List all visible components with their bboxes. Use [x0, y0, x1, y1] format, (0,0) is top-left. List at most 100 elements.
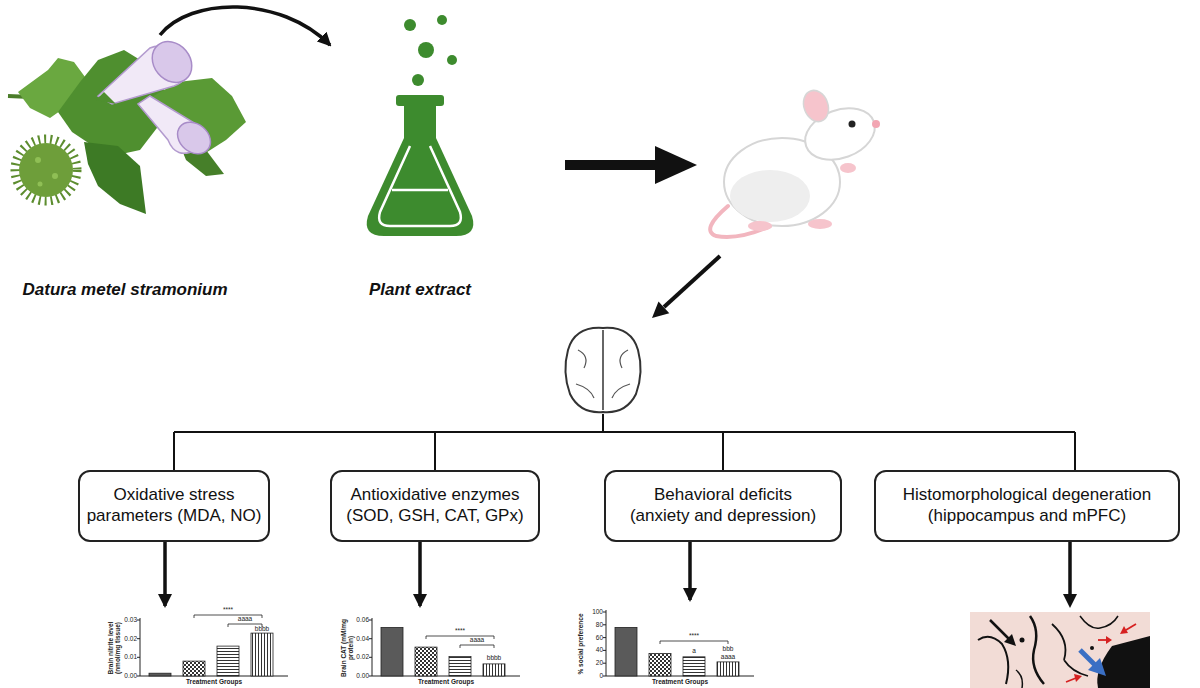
bar-chart [660, 641, 728, 644]
bar-chart [369, 618, 520, 676]
outcome-box: Antioxidative enzymes (SOD, GSH, CAT, GP… [330, 470, 540, 542]
plant-illustration [15, 139, 77, 201]
rat-illustration [799, 87, 832, 125]
flask-illustration [392, 189, 448, 192]
flask-illustration [379, 146, 461, 226]
box-text: Histomorphological degeneration (hippoca… [886, 485, 1168, 526]
tick-label: 0.01 [124, 654, 137, 661]
plant-illustration [96, 92, 116, 104]
flow-arrow [160, 7, 330, 45]
tick-label: 0.00 [356, 673, 369, 680]
significance-mark: a [692, 648, 696, 655]
bar-chart [149, 673, 171, 676]
brain-icon [565, 328, 640, 412]
bar-chart [183, 661, 205, 676]
rat-illustration [849, 121, 856, 128]
bar-chart [137, 615, 288, 676]
tick-label: 0 [599, 673, 603, 680]
histology-micrograph [1030, 616, 1044, 684]
flask-illustration [367, 138, 474, 236]
histology-micrograph [1080, 650, 1096, 666]
flow-arrow [565, 160, 660, 170]
box-text: Behavioral deficits (anxiety and depress… [622, 485, 824, 526]
histology-micrograph [1106, 636, 1112, 644]
plant-illustration [19, 143, 73, 197]
significance-mark: **** [455, 628, 465, 635]
axis-title: Treatment Groups [652, 679, 708, 686]
species-label: Plant extract [330, 280, 510, 300]
histology-micrograph [1066, 678, 1076, 682]
box-text: Antioxidative enzymes (SOD, GSH, CAT, GP… [338, 485, 532, 526]
histology-micrograph [1080, 616, 1118, 628]
branch-lines [174, 414, 1075, 470]
flow-arrow [688, 542, 692, 600]
rat-illustration [730, 170, 810, 222]
plant-illustration [144, 34, 200, 91]
flask-illustration [412, 74, 424, 86]
histology-micrograph [1004, 634, 1016, 646]
tick-label: 0.02 [124, 635, 137, 642]
bar-chart [194, 615, 262, 627]
significance-mark: **** [223, 607, 233, 614]
significance-mark: bbbb [255, 626, 269, 633]
tick-label: 60 [596, 634, 603, 641]
histology-micrograph [990, 620, 1010, 640]
histology-micrograph [1126, 624, 1136, 630]
box-text: Oxidative stress parameters (MDA, NO) [84, 485, 264, 526]
flask-illustration [447, 55, 457, 65]
outcome-box: Behavioral deficits (anxiety and depress… [604, 470, 842, 542]
tick-label: 0.00 [124, 673, 137, 680]
flow-arrow [418, 542, 422, 606]
flask-illustration [437, 15, 447, 25]
histology-micrograph [1120, 626, 1128, 634]
flow-arrow [163, 542, 167, 606]
significance-mark: bbbb [487, 655, 501, 662]
brain-icon [602, 330, 604, 410]
plant-illustration [52, 173, 58, 179]
histology-micrograph [1097, 636, 1150, 688]
flask-illustration [418, 42, 434, 58]
flow-arrow [1063, 542, 1077, 608]
flask-illustration [404, 19, 416, 31]
branch-lines [174, 414, 1075, 470]
tick-label: 20 [596, 660, 603, 667]
bar-chart [483, 664, 505, 676]
bar-chart [683, 657, 705, 676]
brain-icon [565, 328, 640, 412]
flow-arrow [652, 301, 669, 318]
flow-arrow [652, 256, 720, 318]
axis-title: % social preference [578, 613, 585, 675]
flow-arrow [1068, 542, 1072, 595]
rat-illustration [808, 219, 832, 229]
flask-illustration [367, 15, 474, 236]
histology-micrograph [1090, 646, 1094, 650]
rat-illustration [872, 120, 880, 128]
histology-micrograph [970, 612, 1150, 688]
plant-illustration [38, 182, 43, 187]
tick-label: 0.02 [356, 654, 369, 661]
axis-title: Treatment Groups [186, 679, 242, 686]
bar-chart [615, 627, 637, 676]
bar-chart [649, 654, 671, 676]
tick-label: 80 [596, 622, 603, 629]
axis-title: Brain CAT (mM/mg protein) [341, 617, 354, 679]
flow-arrow [565, 146, 697, 184]
bar-chart [717, 662, 739, 676]
histology-micrograph [978, 637, 1008, 684]
histology-micrograph [1074, 674, 1082, 682]
significance-mark: aaaa [470, 637, 484, 644]
tick-label: 100 [592, 609, 603, 616]
plant-illustration [171, 116, 217, 161]
rat-illustration [748, 221, 772, 231]
tick-label: 0.03 [124, 617, 137, 624]
chart-panel: Brain nitrite level (nmol/mg tissue)0.03… [108, 606, 292, 688]
bar-chart [381, 628, 403, 677]
rat-illustration [840, 163, 856, 173]
histology-micrograph [970, 612, 1150, 688]
bar-chart [603, 610, 754, 676]
rat-illustration [710, 87, 882, 237]
